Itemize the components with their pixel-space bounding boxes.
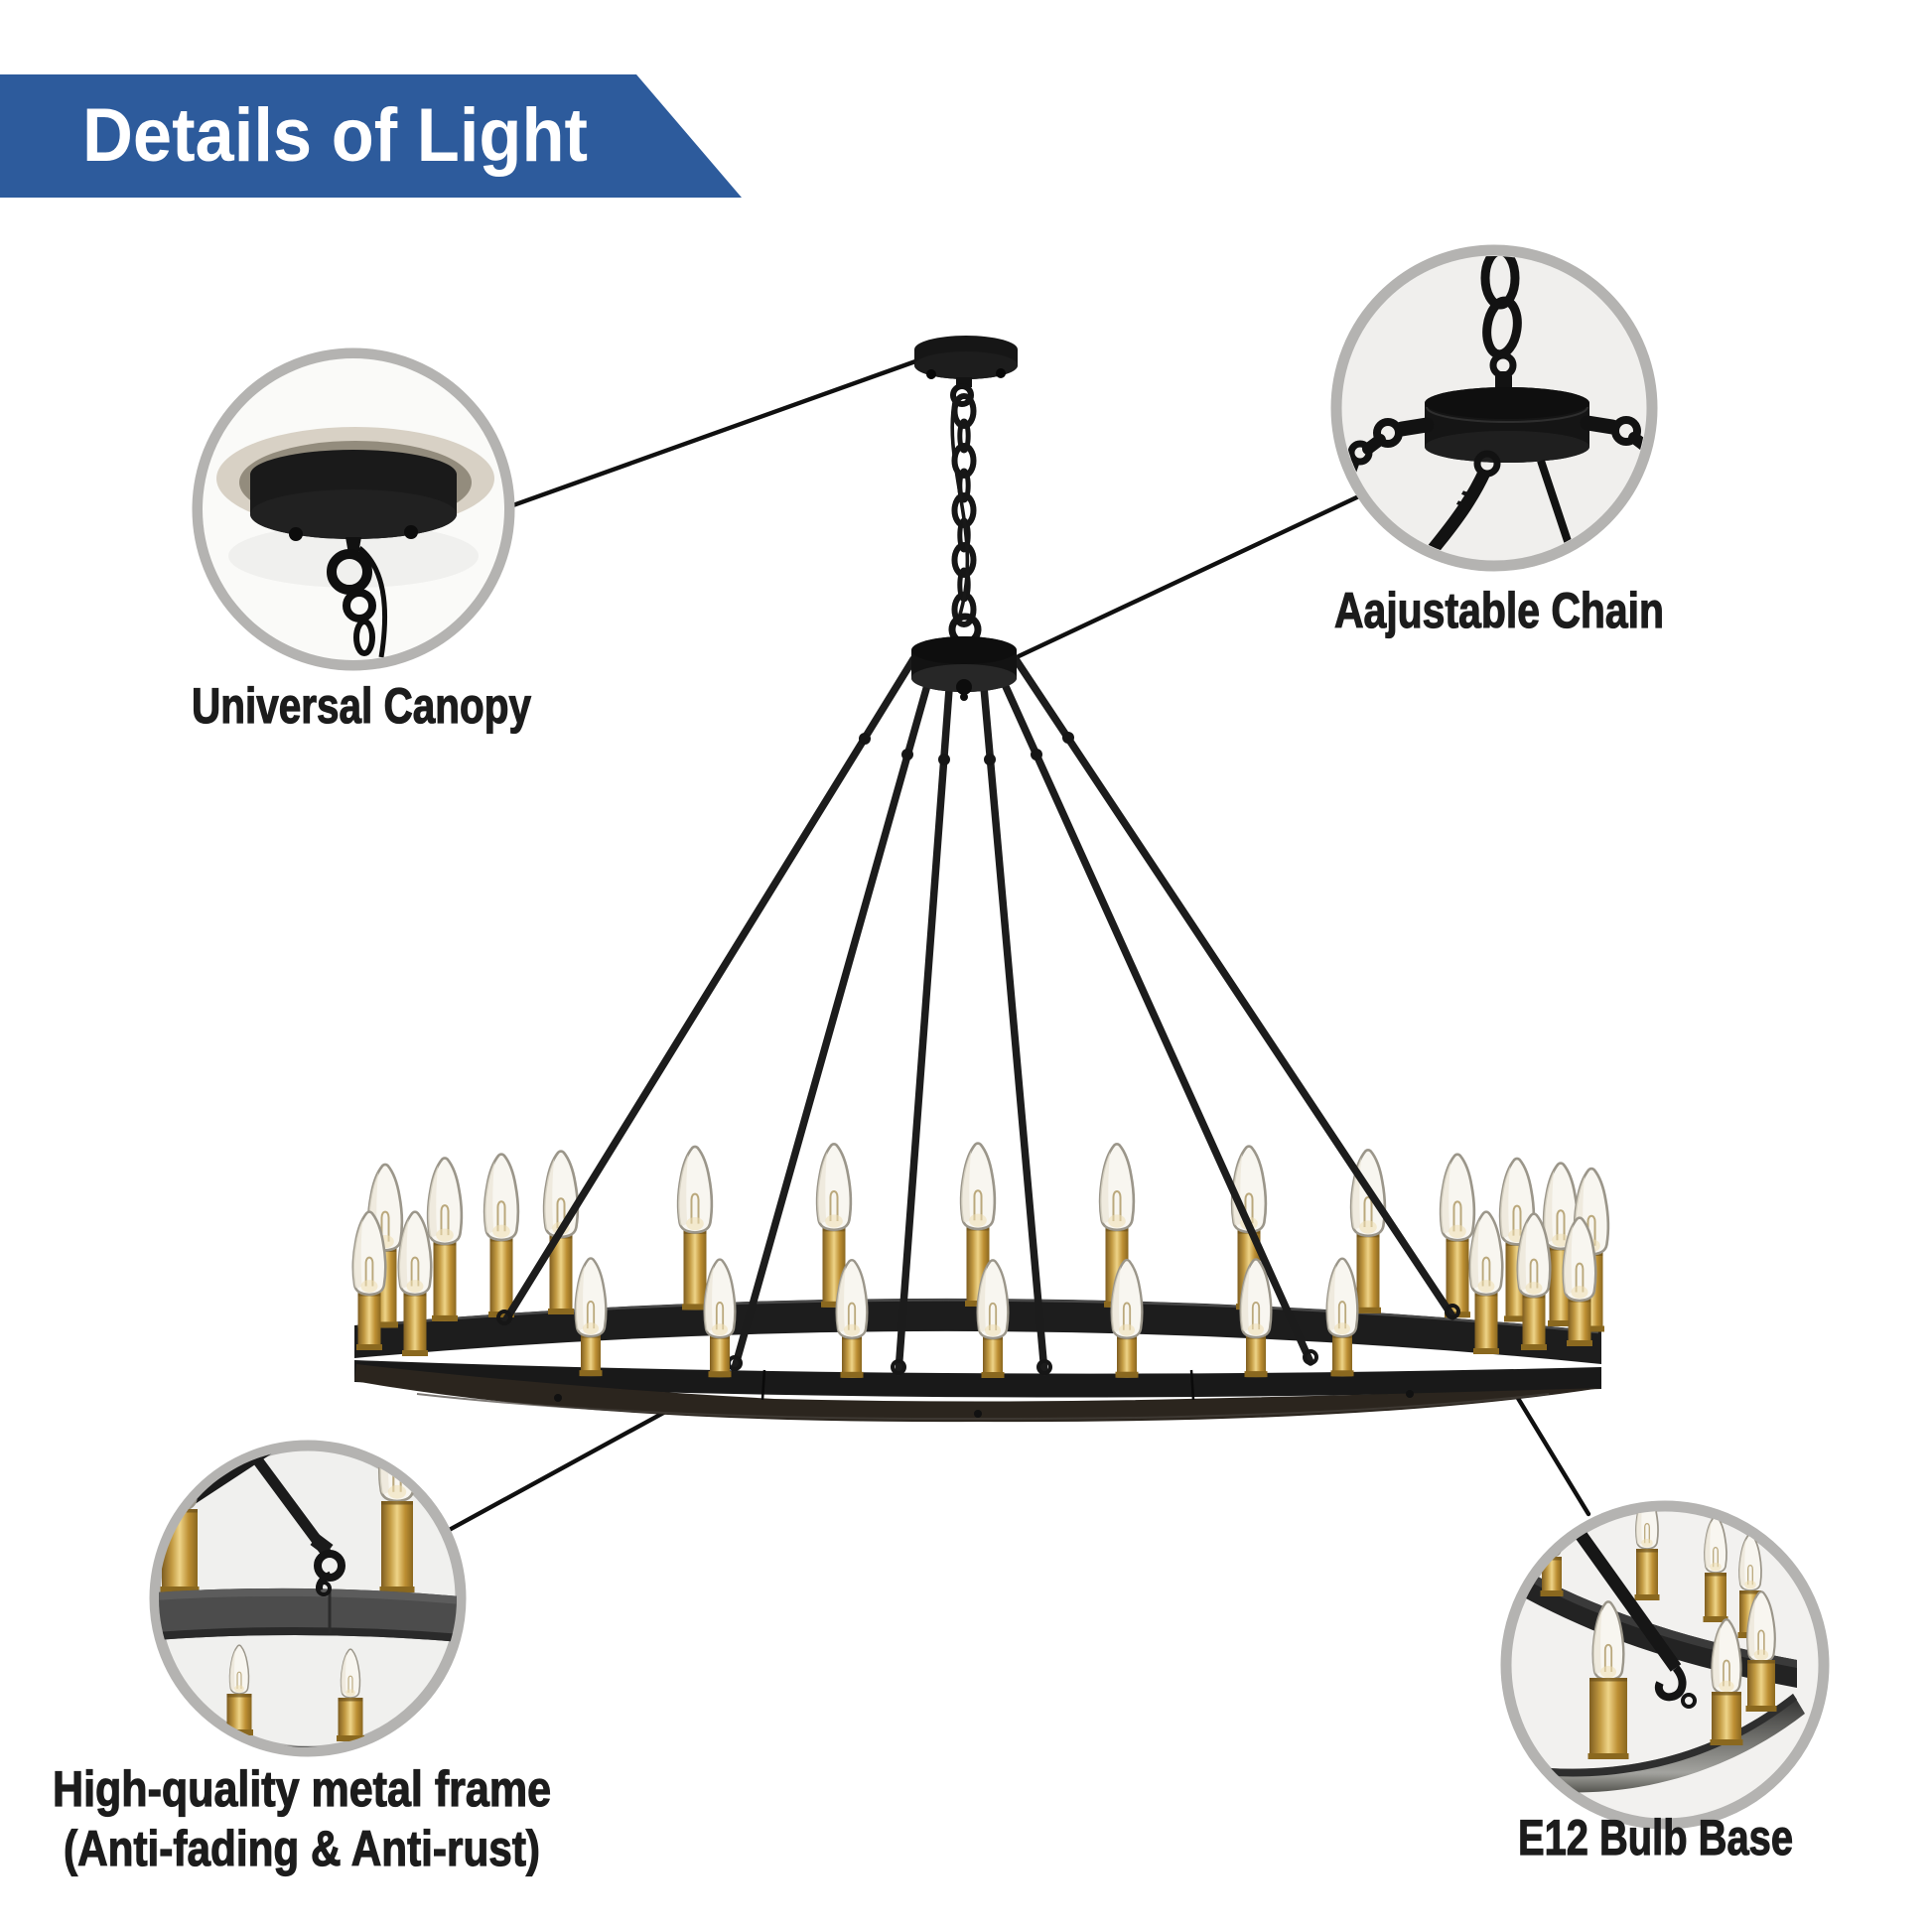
svg-text:High-quality metal frame: High-quality metal frame bbox=[53, 1761, 551, 1817]
svg-text:Details of Light: Details of Light bbox=[82, 93, 588, 178]
svg-text:Aajustable Chain: Aajustable Chain bbox=[1334, 583, 1664, 638]
svg-text:Universal Canopy: Universal Canopy bbox=[192, 678, 531, 734]
svg-text:E12 Bulb Base: E12 Bulb Base bbox=[1518, 1810, 1793, 1865]
svg-text:(Anti-fading & Anti-rust): (Anti-fading & Anti-rust) bbox=[64, 1821, 540, 1876]
